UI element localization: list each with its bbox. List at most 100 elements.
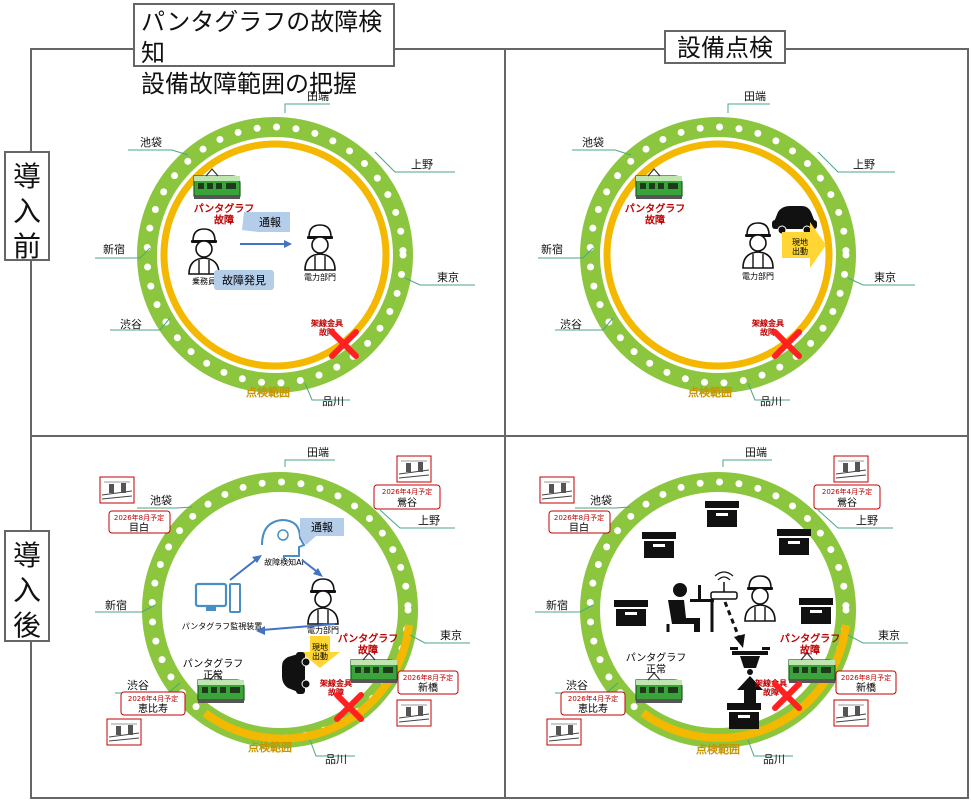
monitor-name: 目白 — [569, 521, 589, 534]
camera-thumbnail — [546, 718, 582, 746]
monitor-schedule: 2026年8月予定 — [554, 513, 604, 522]
row-char: 入 — [12, 574, 41, 607]
dispatch-arrow — [782, 222, 826, 268]
drone-icon — [730, 647, 770, 675]
station-tokyo: 東京 — [440, 628, 462, 642]
station-ueno: 上野 — [411, 158, 433, 171]
row-char: 導 — [12, 160, 41, 193]
storage-box-icon — [727, 703, 761, 729]
monitor-schedule: 2026年4月予定 — [822, 487, 872, 496]
crew-label: 乗務員 — [192, 276, 216, 286]
car-icon — [282, 652, 311, 694]
fault-found-label: 故障発見 — [222, 273, 266, 287]
panel-before-inspection: 田端 上野 東京 品川 渋谷 新宿 池袋 パンタグラフ故障 電力部門 現地出動 … — [538, 90, 915, 408]
monitor-name: 目白 — [129, 521, 149, 534]
monitor-point-mejiro: 2026年8月予定 目白 — [539, 476, 611, 534]
monitor-point-mejiro: 2026年8月予定 目白 — [99, 476, 171, 534]
monitor-point-shinbashi: 2026年8月予定 新橋 — [396, 670, 459, 727]
station-shinagawa: 品川 — [322, 395, 344, 408]
station-shibuya: 渋谷 — [560, 318, 582, 331]
power-dept-worker-icon — [307, 578, 339, 625]
inspection-range-label: 点検範囲 — [688, 385, 732, 399]
monitor-name: 新橋 — [856, 681, 876, 694]
camera-thumbnail — [99, 476, 135, 504]
station-ueno: 上野 — [856, 514, 878, 527]
train-icon — [635, 672, 683, 704]
monitor-device-label: パンタグラフ監視装置 — [182, 621, 262, 631]
crew-worker-icon — [188, 228, 220, 275]
inspection-range-label: 点検範囲 — [696, 742, 740, 756]
report-callout — [300, 518, 344, 545]
monitor-point-shinbashi: 2026年8月予定 新橋 — [833, 670, 897, 727]
station-callouts — [95, 103, 475, 401]
storage-box-icon — [799, 598, 833, 624]
station-shinjuku: 新宿 — [546, 598, 568, 612]
row-char: 入 — [12, 195, 41, 228]
power-dept-label: 電力部門 — [304, 272, 336, 282]
station-shibuya: 渋谷 — [566, 679, 588, 692]
row-label-after: 導 入 後 — [4, 530, 50, 642]
monitor-point-uguisudani: 2026年4月予定 鶯谷 — [373, 455, 441, 510]
panel-after-inspection: 田端 上野 東京 品川 渋谷 新宿 池袋 2026年8月予定 目白 2026年4… — [535, 446, 908, 766]
monitor-name: 鶯谷 — [397, 496, 417, 509]
wifi-router-icon — [710, 571, 738, 600]
storage-box-icon — [705, 501, 739, 527]
station-shibuya: 渋谷 — [120, 318, 142, 331]
grid-frame — [30, 48, 969, 799]
storage-box-icon — [642, 532, 676, 558]
row-label-before: 導 入 前 — [4, 151, 50, 263]
storage-box-icon — [614, 600, 648, 626]
title-line-2: 設備故障範囲の把握 — [141, 70, 357, 99]
station-shibuya: 渋谷 — [127, 679, 149, 692]
station-ueno: 上野 — [853, 158, 875, 171]
camera-thumbnail — [106, 718, 142, 746]
monitor-point-ebisu: 2026年4月予定 恵比寿 — [546, 691, 626, 746]
monitor-point-ebisu: 2026年4月予定 恵比寿 — [106, 691, 186, 746]
panel-after-fault-detection: 田端 上野 東京 品川 渋谷 新宿 池袋 2026年8月予定 目白 2026年4… — [95, 446, 470, 766]
operator-desk-icon — [666, 583, 714, 632]
station-tabata: 田端 — [307, 446, 329, 459]
catenary-fault-label: 架線金具故障 — [754, 678, 787, 697]
station-shinjuku: 新宿 — [105, 598, 127, 612]
station-ikebukuro: 池袋 — [150, 493, 172, 507]
fault-detect-ai-label: 故障検知AI — [264, 557, 304, 567]
station-ikebukuro: 池袋 — [140, 135, 162, 149]
station-ueno: 上野 — [418, 514, 440, 527]
report-label: 通報 — [311, 521, 333, 534]
catenary-fault-label: 架線金具故障 — [310, 318, 343, 337]
station-tabata: 田端 — [744, 90, 766, 103]
station-shinjuku: 新宿 — [541, 242, 563, 256]
pantograph-normal-label: パンタグラフ正常 — [626, 651, 687, 676]
pantograph-fault-label: パンタグラフ故障 — [625, 202, 686, 227]
catenary-fault-label: 架線金具故障 — [751, 318, 784, 337]
title-line-1: パンタグラフの故障検知 — [141, 8, 383, 68]
row-char: 前 — [12, 230, 41, 263]
ai-head-icon — [261, 518, 306, 560]
monitor-icon — [194, 582, 241, 613]
station-tokyo: 東京 — [437, 270, 459, 284]
station-ikebukuro: 池袋 — [590, 493, 612, 507]
station-shinagawa: 品川 — [760, 395, 782, 408]
camera-thumbnail — [539, 476, 575, 504]
monitor-schedule: 2026年8月予定 — [841, 673, 891, 682]
row-char: 後 — [12, 609, 41, 642]
dispatch-label: 現地出動 — [792, 237, 808, 256]
station-shinagawa: 品川 — [763, 753, 785, 766]
title-fault-detection: パンタグラフの故障検知 設備故障範囲の把握 — [133, 3, 395, 98]
report-callout — [242, 212, 290, 232]
monitor-schedule: 2026年8月予定 — [403, 673, 453, 682]
monitor-name: 恵比寿 — [578, 702, 608, 715]
inspection-range-label: 点検範囲 — [246, 385, 290, 399]
pantograph-fault-label: パンタグラフ故障 — [338, 632, 399, 657]
fault-found-callout — [214, 270, 274, 290]
power-dept-worker-icon — [304, 224, 336, 271]
monitor-name: 恵比寿 — [138, 702, 168, 715]
panel-before-fault-detection: 田端 上野 東京 品川 渋谷 新宿 池袋 パンタグラフ故障 乗務員 電力部門 通… — [95, 90, 475, 408]
monitor-name: 新橋 — [418, 681, 438, 694]
monitor-schedule: 2026年4月予定 — [382, 487, 432, 496]
report-label: 通報 — [259, 216, 281, 229]
monitor-schedule: 2026年4月予定 — [128, 694, 178, 703]
station-tabata: 田端 — [307, 90, 329, 103]
power-dept-label: 電力部門 — [742, 271, 774, 281]
